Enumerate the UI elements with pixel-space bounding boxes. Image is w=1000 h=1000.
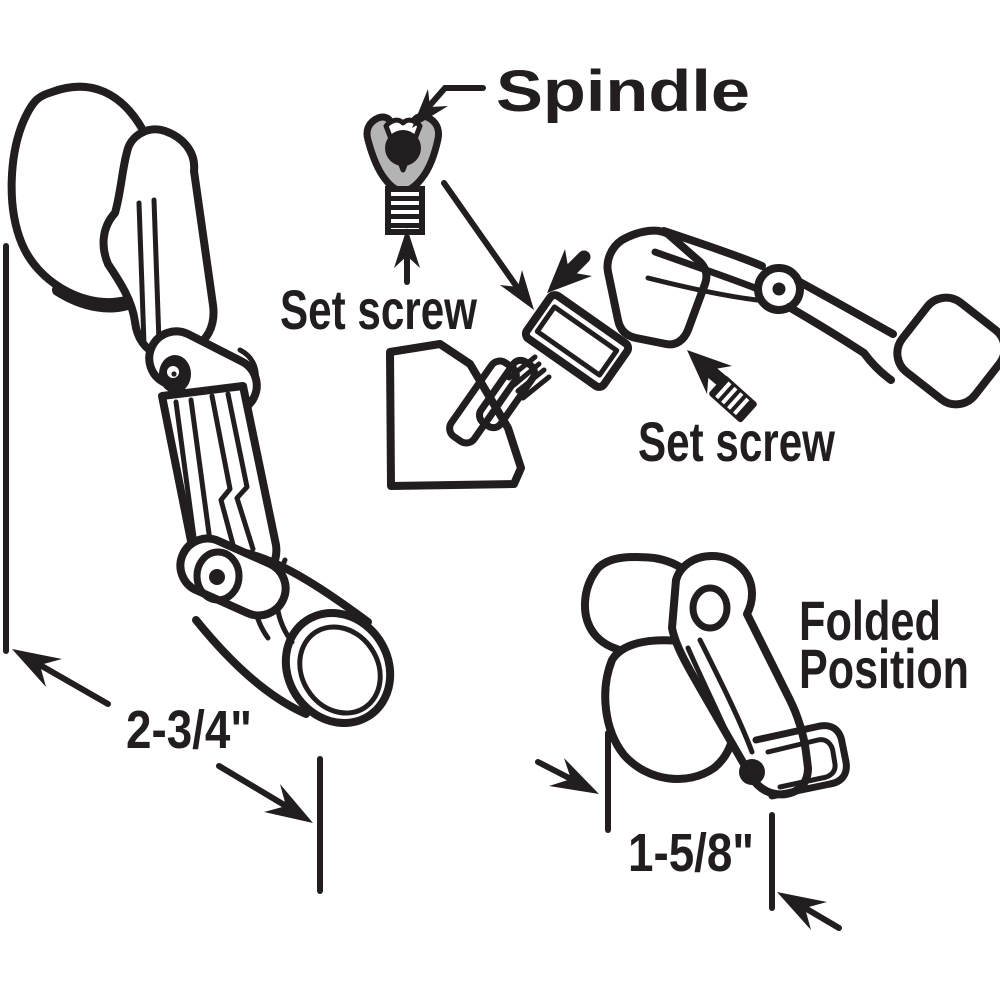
elbow-ring (193, 548, 243, 604)
crank-arm-upper-edge (794, 277, 897, 338)
knob-face-rim (297, 624, 383, 716)
operator-assembly (386, 249, 633, 490)
dimension-arrow-shaft (216, 763, 289, 809)
folded-foot-rivet (739, 759, 765, 785)
dimension-arrowhead (264, 784, 313, 823)
splined-shaft (506, 354, 552, 401)
crank-knob (893, 293, 1000, 409)
folded-position-label-line1: Folded (799, 589, 941, 652)
arm-channel-line (136, 200, 147, 347)
coupler-sleeve (521, 291, 633, 391)
crank-handle-extended (7, 82, 395, 728)
crank-folded (580, 552, 850, 800)
folded-arm-seam (685, 645, 733, 743)
handle-length-dimension-text: 2-3/4" (126, 700, 252, 760)
folded-hub-hole (689, 584, 731, 632)
spindle-ball (385, 130, 421, 166)
folded-position-label-line2: Position (799, 637, 969, 700)
arm-slot-line (225, 391, 256, 552)
set-screw-icon (709, 375, 757, 423)
crank-pivot-rivet (772, 282, 786, 296)
set-screw-label-right: Set screw (638, 410, 835, 473)
knob-face (281, 608, 395, 728)
handle-body-lip (52, 284, 136, 313)
folded-arm-seam (697, 637, 755, 755)
arm-channel-line (188, 397, 215, 559)
spindle-label: Spindle (496, 59, 750, 124)
dimension-arrow-shaft (802, 905, 842, 931)
coupler-sleeve-inner (534, 304, 620, 378)
coupler-arrow-shaft (564, 250, 591, 277)
crank-arm-seam (645, 275, 760, 303)
set-screw-arrowhead (394, 228, 420, 268)
dimension-arrowhead (12, 649, 62, 687)
crank-arm-lower-edge (785, 303, 895, 384)
folded-foot-bracket (752, 722, 850, 800)
dimension-arrow-shaft (535, 759, 574, 782)
spindle-long-arrowhead (500, 270, 534, 310)
set-screw-label-top: Set screw (280, 278, 477, 341)
arm-channel-line (173, 399, 200, 563)
dimension-arrowhead (777, 892, 827, 930)
spindle-long-leader (441, 180, 527, 300)
folded-length-dimension-text: 1-5/8" (628, 823, 754, 883)
crank-attached (603, 226, 1000, 423)
dimension-arrow-shaft (37, 662, 111, 707)
dimension-handle-length (3, 243, 323, 894)
set-screw-arrow-shaft (702, 363, 729, 388)
arm-slot-line (209, 393, 238, 555)
dimension-folded-length (535, 730, 842, 931)
folded-foot-inner (765, 737, 838, 790)
stem-threads (391, 196, 419, 228)
dimension-arrowhead (549, 758, 599, 794)
arm-channel-line (151, 197, 162, 345)
fold-rivet-center (171, 371, 177, 377)
elbow-rivet (209, 569, 225, 585)
fold-boss-cap-line (237, 347, 259, 385)
spindle-leader-arrowhead (412, 89, 448, 128)
spindle-detail (363, 85, 534, 310)
crank-arm-top-edge (660, 227, 766, 270)
spindle-leader-line (421, 85, 486, 115)
crank-arm-fold-edge (651, 248, 759, 292)
set-screw-arrowhead (687, 350, 732, 394)
coupler-arrowhead (547, 249, 592, 293)
diagram-labels: Spindle Set screw Set screw Folded Posit… (126, 59, 969, 883)
